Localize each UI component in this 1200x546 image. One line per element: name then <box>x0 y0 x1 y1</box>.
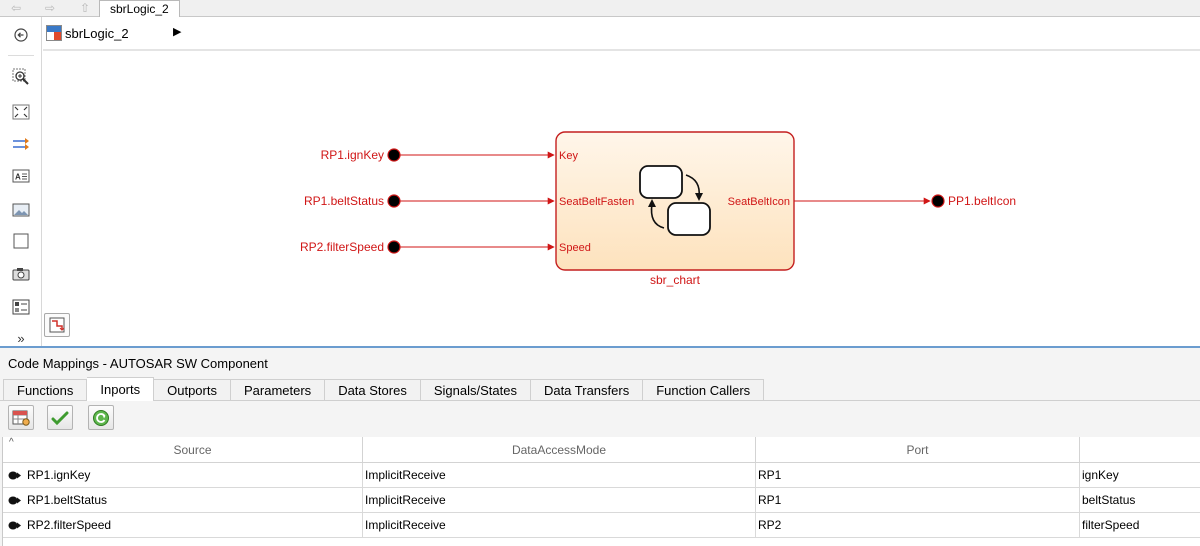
fit-view-icon[interactable] <box>11 103 31 121</box>
tab-function-callers[interactable]: Function Callers <box>643 379 765 401</box>
cell-element[interactable]: beltStatus <box>1082 493 1136 507</box>
inport-label-2: RP1.beltStatus <box>304 194 384 208</box>
column-source[interactable]: Source <box>23 437 363 463</box>
zoom-icon[interactable] <box>11 68 31 86</box>
table-header: ^ Source DataAccessMode Port <box>3 437 1200 463</box>
chart-output-seatbelticon: SeatBeltIcon <box>728 196 790 208</box>
inport-bullet-icon <box>8 496 21 505</box>
chart-input-speed: Speed <box>559 242 591 254</box>
tab-data-transfers[interactable]: Data Transfers <box>530 379 644 401</box>
mapping-action-bar <box>0 401 1200 437</box>
cell-source: RP1.beltStatus <box>25 488 363 513</box>
cell-port[interactable]: RP1 <box>756 463 1080 488</box>
cell-port[interactable]: RP1 <box>756 488 1080 513</box>
column-dataaccessmode[interactable]: DataAccessMode <box>363 437 756 463</box>
svg-text:A: A <box>15 173 21 182</box>
cell-source: RP2.filterSpeed <box>25 513 363 538</box>
camera-icon[interactable] <box>11 265 31 283</box>
tab-signals-states[interactable]: Signals/States <box>420 379 531 401</box>
breadcrumb: sbrLogic_2 ▶ <box>43 17 1200 51</box>
inports-mapping-table: ^ Source DataAccessMode Port RP1.ignKey … <box>2 437 1200 546</box>
tab-data-stores[interactable]: Data Stores <box>325 379 421 401</box>
inport-block-1[interactable] <box>387 148 401 162</box>
code-mappings-panel: Code Mappings - AUTOSAR SW Component Fun… <box>0 346 1200 546</box>
cell-mode[interactable]: ImplicitReceive <box>363 513 756 538</box>
left-toolbar: A » <box>0 17 42 346</box>
model-icon <box>46 25 62 41</box>
inport-block-2[interactable] <box>387 194 401 208</box>
back-icon[interactable] <box>11 26 31 44</box>
column-element[interactable] <box>1080 437 1200 463</box>
editor-tab-strip: ⇦ ⇨ ⇧ sbrLogic_2 <box>0 0 1200 18</box>
panel-title: Code Mappings - AUTOSAR SW Component <box>8 356 268 371</box>
validate-check-icon[interactable] <box>47 405 73 430</box>
tab-inports[interactable]: Inports <box>87 377 155 401</box>
tab-functions[interactable]: Functions <box>3 379 88 401</box>
cell-mode[interactable]: ImplicitReceive <box>363 463 756 488</box>
chart-block-name: sbr_chart <box>650 273 701 287</box>
outport-label: PP1.beltIcon <box>948 194 1016 208</box>
inport-label-3: RP2.filterSpeed <box>300 240 384 254</box>
cell-source: RP1.ignKey <box>25 463 363 488</box>
annotation-icon[interactable]: A <box>11 167 31 185</box>
breadcrumb-model[interactable]: sbrLogic_2 <box>65 26 129 41</box>
table-row[interactable]: RP1.beltStatus ImplicitReceive RP1 beltS… <box>3 488 1200 513</box>
model-canvas[interactable]: RP1.ignKey RP1.beltStatus RP2.filterSpee… <box>43 52 1200 346</box>
cell-port[interactable]: RP2 <box>756 513 1080 538</box>
inport-label-1: RP1.ignKey <box>321 148 384 162</box>
column-port[interactable]: Port <box>756 437 1080 463</box>
inport-bullet-icon <box>8 521 21 530</box>
cell-element[interactable]: filterSpeed <box>1082 518 1140 532</box>
cell-element[interactable]: ignKey <box>1082 468 1119 482</box>
inport-bullet-icon <box>8 471 21 480</box>
block-diagram: RP1.ignKey RP1.beltStatus RP2.filterSpee… <box>300 131 1016 287</box>
tab-model-label: sbrLogic_2 <box>110 2 169 16</box>
table-row[interactable]: RP1.ignKey ImplicitReceive RP1 ignKey <box>3 463 1200 488</box>
hide-show-explorer-icon[interactable] <box>44 313 70 337</box>
signal-arrow-icon[interactable] <box>11 135 31 153</box>
nav-up-icon[interactable]: ⇧ <box>79 1 91 15</box>
sort-icon[interactable]: ^ <box>9 437 14 448</box>
refresh-icon[interactable] <box>88 405 114 430</box>
area-icon[interactable] <box>11 232 31 250</box>
cell-mode[interactable]: ImplicitReceive <box>363 488 756 513</box>
stateflow-chart-icon <box>639 165 711 236</box>
nav-back-icon[interactable]: ⇦ <box>10 1 22 15</box>
outport-block[interactable] <box>931 194 945 208</box>
chart-input-key: Key <box>559 150 578 162</box>
tab-model[interactable]: sbrLogic_2 <box>99 0 180 18</box>
tab-parameters[interactable]: Parameters <box>230 379 326 401</box>
more-icon[interactable]: » <box>17 330 25 346</box>
tab-outports[interactable]: Outports <box>154 379 231 401</box>
image-icon[interactable] <box>11 201 31 219</box>
model-browser-icon[interactable] <box>11 298 31 316</box>
breadcrumb-expand-icon[interactable]: ▶ <box>173 26 182 38</box>
configure-icon[interactable] <box>8 405 34 430</box>
mapping-tabs: Functions Inports Outports Parameters Da… <box>3 377 765 401</box>
table-row[interactable]: RP2.filterSpeed ImplicitReceive RP2 filt… <box>3 513 1200 538</box>
nav-forward-icon[interactable]: ⇨ <box>44 1 56 15</box>
chart-input-seatbeltfasten: SeatBeltFasten <box>559 196 634 208</box>
inport-block-3[interactable] <box>387 240 401 254</box>
